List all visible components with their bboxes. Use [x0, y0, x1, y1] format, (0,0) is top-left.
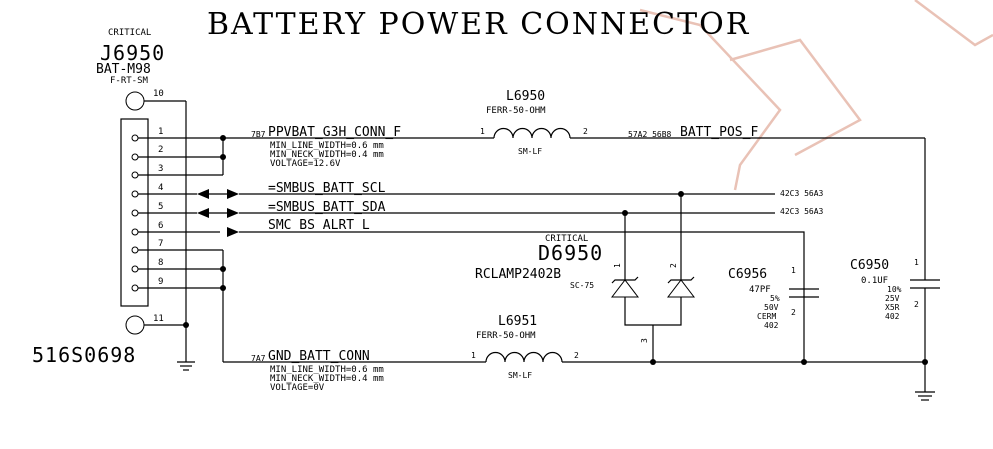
sda-ref: 42C3 56A3 — [780, 207, 824, 216]
junction-dot — [801, 359, 807, 365]
scl-ref: 42C3 56A3 — [780, 189, 824, 198]
connector-pin-10 — [125, 91, 145, 111]
junction-dot — [183, 322, 189, 328]
svg-text:8: 8 — [158, 258, 163, 268]
pin-stubs — [138, 137, 223, 289]
d6950-critical-label: CRITICAL — [545, 234, 588, 244]
ppvbat-ref: 7B7 — [251, 130, 266, 139]
ppvbat-constraint-1: MIN_LINE_WIDTH=0.6 mm — [270, 141, 384, 151]
d6950-part: RCLAMP2402B — [475, 267, 561, 282]
connector-pin-numbers: 1 2 3 4 5 6 7 8 9 — [158, 127, 163, 287]
svg-text:4: 4 — [158, 183, 163, 193]
c6956-refdes: C6956 — [728, 267, 767, 282]
ppvbat-net-name: PPVBAT_G3H_CONN_F — [268, 125, 401, 140]
scl-bidir-arrow-icon — [197, 189, 239, 199]
junction-dot — [220, 154, 226, 160]
d6950-pin1: 1 — [613, 263, 622, 268]
gnd-ref: 7A7 — [251, 354, 266, 363]
c6956-dielectric: CERM — [757, 312, 776, 321]
junction-dot — [220, 266, 226, 272]
page-title: BATTERY POWER CONNECTOR — [207, 7, 750, 42]
sda-bidir-arrow-icon — [197, 208, 239, 218]
l6951-package: SM-LF — [508, 371, 532, 380]
svg-text:2: 2 — [158, 145, 163, 155]
d6950-pin3: 3 — [640, 338, 649, 343]
connector-package: F-RT-SM — [110, 76, 149, 86]
c6956-size: 402 — [764, 321, 779, 330]
l6951-inductor-icon — [485, 351, 563, 363]
d6950-common-wire — [624, 297, 682, 326]
pin-11-label: 11 — [153, 314, 164, 324]
connector-pin-11 — [125, 315, 145, 335]
l6950-inductor-icon — [493, 127, 571, 139]
c6950-value: 0.1UF — [861, 276, 888, 286]
junction-dot — [922, 359, 928, 365]
alrt-net-name: SMC_BS_ALRT_L — [268, 218, 370, 233]
gnd-net-name: GND_BATT_CONN — [268, 349, 370, 364]
c6956-voltage: 50V — [764, 303, 779, 312]
ppvbat-constraint-2: MIN_NECK_WIDTH=0.4 mm — [270, 150, 384, 160]
scl-net-name: =SMBUS_BATT_SCL — [268, 181, 386, 196]
gnd-constraint-1: MIN_LINE_WIDTH=0.6 mm — [270, 365, 384, 375]
svg-text:7: 7 — [158, 239, 163, 249]
l6951-pin2: 2 — [574, 351, 579, 360]
d6950-package: SC-75 — [570, 281, 594, 290]
c6956-pin1: 1 — [791, 266, 796, 275]
c6956-tolerance: 5% — [770, 294, 780, 303]
l6951-value: FERR-50-OHM — [476, 331, 536, 341]
connector-part: BAT-M98 — [96, 62, 151, 77]
junction-dot — [650, 359, 656, 365]
c6956-pin2: 2 — [791, 308, 796, 317]
sda-net-name: =SMBUS_BATT_SDA — [268, 200, 386, 215]
junction-dot — [622, 210, 628, 216]
junction-dot — [678, 191, 684, 197]
d6950-refdes: D6950 — [538, 241, 603, 265]
connector-refdes: J6950 — [100, 41, 165, 65]
gnd-constraint-2: MIN_NECK_WIDTH=0.4 mm — [270, 374, 384, 384]
c6950-tolerance: 10% — [887, 285, 902, 294]
svg-text:9: 9 — [158, 277, 163, 287]
pin-10-label: 10 — [153, 89, 164, 99]
c6956-capacitor-icon — [789, 288, 819, 298]
c6950-size: 402 — [885, 312, 900, 321]
d6950-diode-1-icon — [610, 276, 640, 298]
l6950-refdes: L6950 — [506, 89, 545, 104]
l6950-pin2: 2 — [583, 127, 588, 136]
battpos-net-name: BATT_POS_F — [680, 125, 758, 140]
svg-text:6: 6 — [158, 221, 163, 231]
connector-partnum: 516S0698 — [32, 343, 136, 367]
connector-critical-label: CRITICAL — [108, 28, 151, 38]
l6950-value: FERR-50-OHM — [486, 106, 546, 116]
d6950-pin2: 2 — [669, 263, 678, 268]
l6951-pin1: 1 — [471, 351, 476, 360]
chassis-ground-icon — [177, 361, 195, 371]
d6950-diode-2-icon — [666, 276, 696, 298]
c6950-capacitor-icon — [910, 279, 940, 289]
connector-pins — [131, 134, 139, 292]
c6950-dielectric: X5R — [885, 303, 900, 312]
svg-text:1: 1 — [158, 127, 163, 137]
c6950-voltage: 25V — [885, 294, 900, 303]
ground-icon — [915, 391, 935, 401]
svg-text:3: 3 — [158, 164, 163, 174]
alrt-net-wire — [239, 231, 805, 362]
l6950-pin1: 1 — [480, 127, 485, 136]
gnd-constraint-3: VOLTAGE=0V — [270, 383, 325, 393]
ppvbat-constraint-3: VOLTAGE=12.6V — [270, 159, 341, 169]
alrt-arrow-icon — [227, 227, 239, 237]
c6950-pin1: 1 — [914, 258, 919, 267]
junction-dot — [220, 285, 226, 291]
c6956-value: 47PF — [749, 285, 771, 295]
c6950-refdes: C6950 — [850, 258, 889, 273]
svg-text:5: 5 — [158, 202, 163, 212]
l6951-refdes: L6951 — [498, 314, 537, 329]
battpos-ref: 57A2 56B8 — [628, 130, 672, 139]
l6950-package: SM-LF — [518, 147, 542, 156]
c6950-pin2: 2 — [914, 300, 919, 309]
